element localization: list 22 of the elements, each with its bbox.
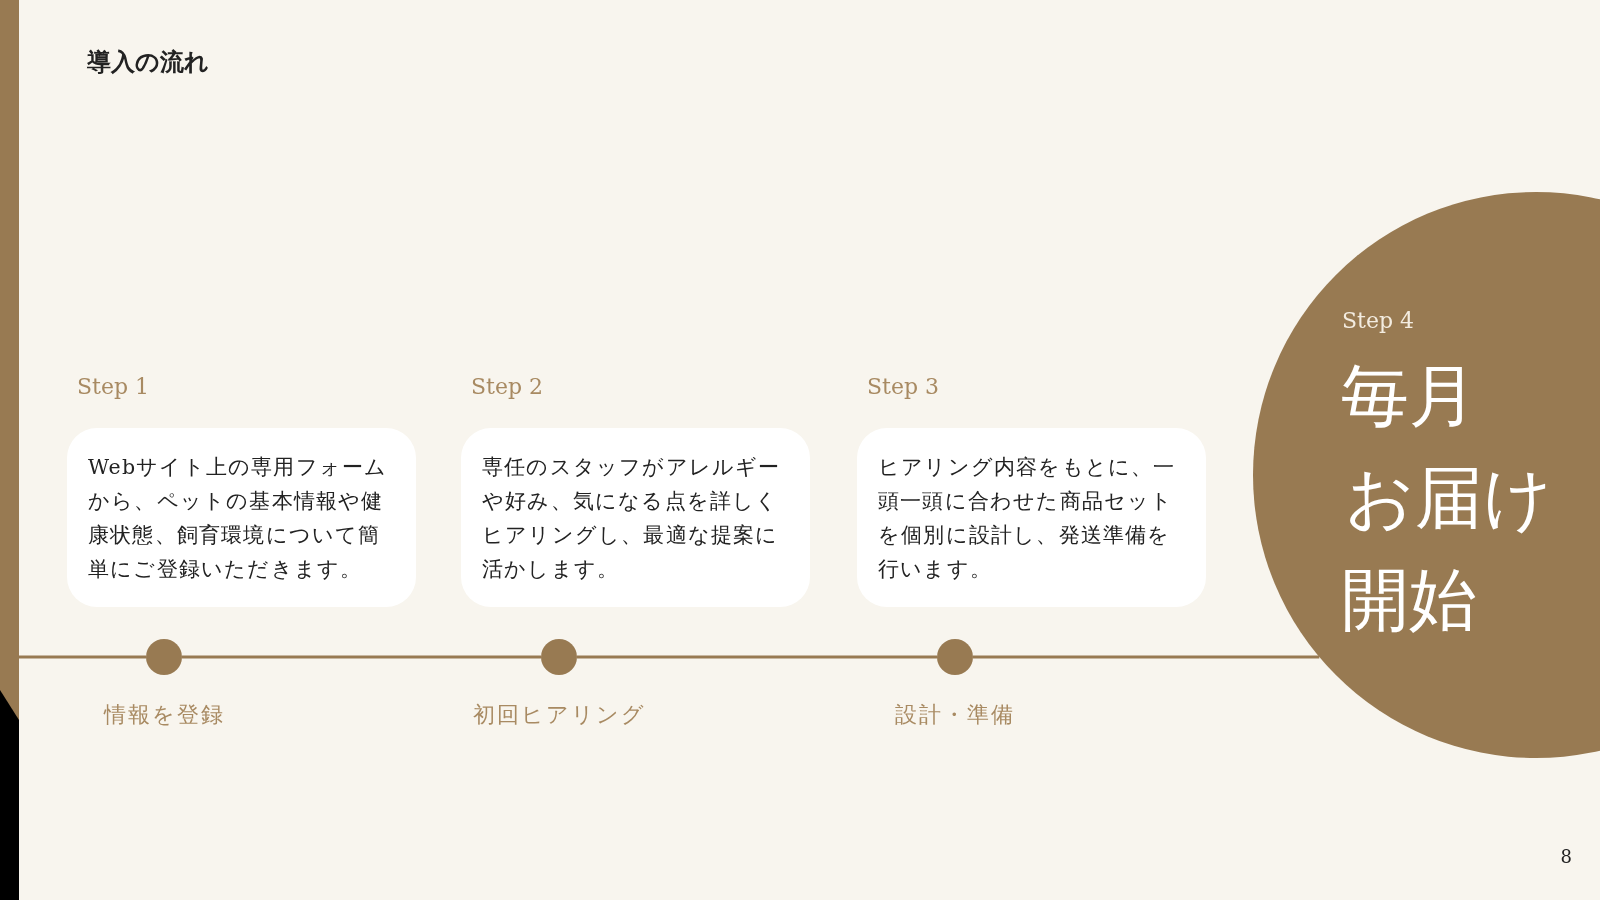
step-label: Step 4 (1342, 308, 1414, 333)
timeline-line (973, 655, 1320, 659)
step-caption: 初回ヒアリング (472, 701, 646, 729)
step-description: ヒアリング内容をもとに、一頭一頭に合わせた商品セットを個別に設計し、発送準備を行います。 (878, 454, 1177, 583)
step-label: Step 2 (471, 374, 543, 399)
page-number: 8 (1560, 846, 1572, 867)
step-description: Webサイト上の専用フォームから、ペットの基本情報や健康状態、飼育環境について簡単にご登録いただきます。 (88, 454, 389, 583)
timeline-dot (937, 639, 973, 675)
final-step-text: 毎月 (1341, 362, 1477, 430)
timeline-line (19, 655, 146, 659)
timeline-dot (541, 639, 577, 675)
step-label: Step 1 (77, 374, 149, 399)
timeline-line (182, 655, 541, 659)
step-caption: 設計・準備 (895, 701, 1015, 729)
step-label: Step 3 (867, 374, 939, 399)
step-description: 専任のスタッフがアレルギーや好み、気になる点を詳しくヒアリングし、最適な提案に活かします。 (482, 454, 782, 583)
step-caption: 情報を登録 (103, 701, 225, 729)
timeline-line (577, 655, 937, 659)
slide-title: 導入の流れ (87, 46, 209, 78)
final-step-text: お届け (1345, 464, 1553, 532)
timeline-dot (146, 639, 182, 675)
final-step-text: 開始 (1341, 566, 1477, 634)
